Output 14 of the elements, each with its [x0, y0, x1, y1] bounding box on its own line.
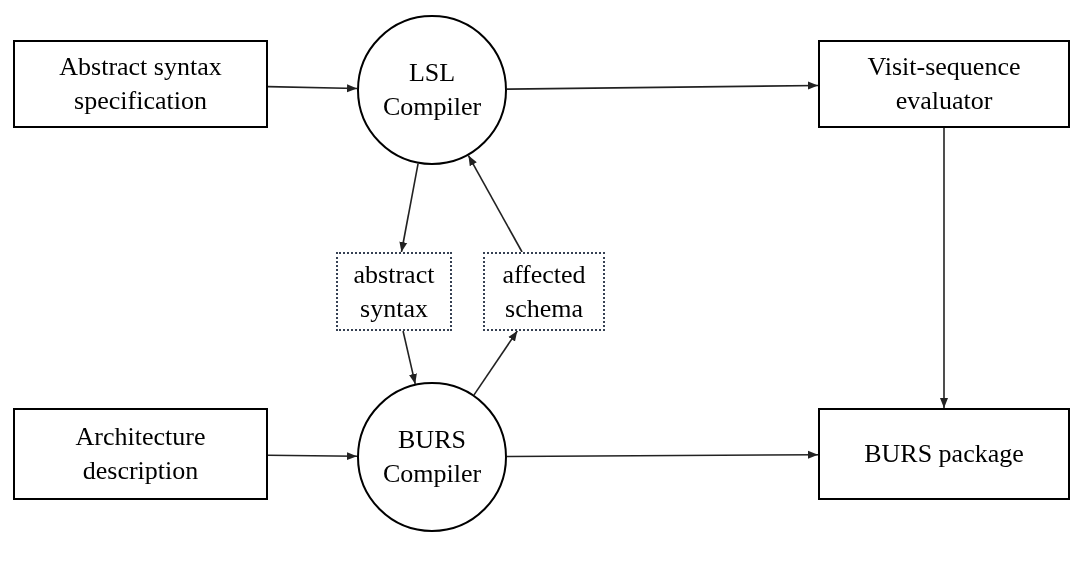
data-box: affected schema	[483, 252, 605, 331]
arrow	[473, 330, 519, 396]
arrow	[467, 154, 523, 253]
process-box: Architecture description	[13, 408, 268, 500]
arrow	[267, 84, 358, 93]
data-box: abstract syntax	[336, 252, 452, 331]
process-box: Abstract syntax specification	[13, 40, 268, 128]
arrow	[940, 127, 948, 409]
arrow	[506, 81, 819, 90]
arrow	[402, 330, 417, 385]
process-box: BURS package	[818, 408, 1070, 500]
arrow	[506, 450, 819, 459]
arrow	[267, 452, 358, 461]
process-box: Visit-sequence evaluator	[818, 40, 1070, 128]
